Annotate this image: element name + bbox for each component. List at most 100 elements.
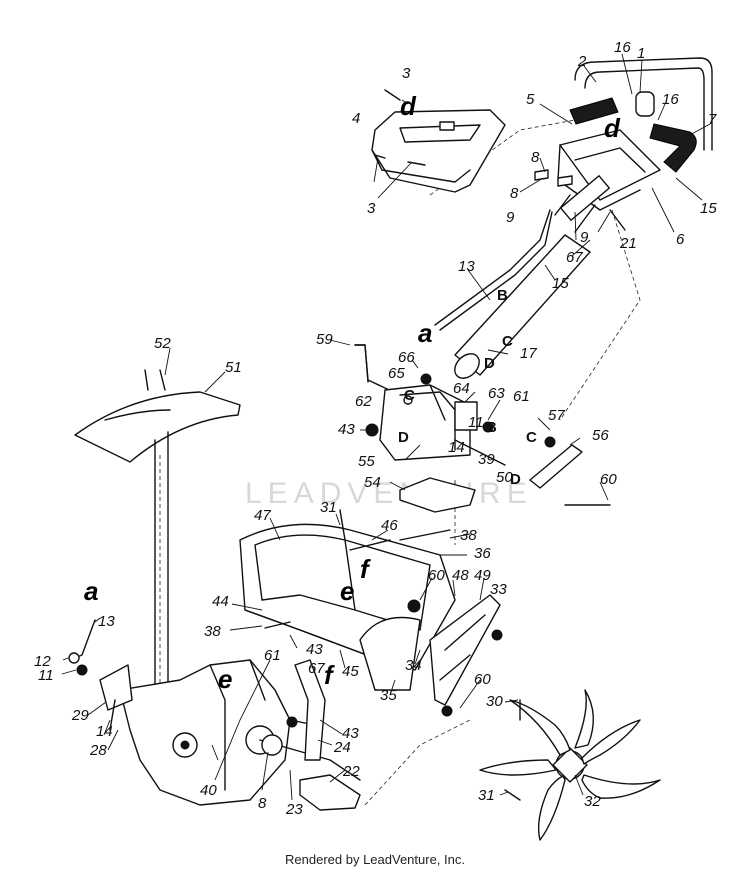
callout-43c: 43	[342, 725, 359, 742]
callout-55: 55	[358, 453, 375, 470]
footer-credit: Rendered by LeadVenture, Inc.	[285, 852, 465, 867]
callout-67a: 67	[566, 249, 583, 266]
callout-52: 52	[154, 335, 171, 352]
callout-49: 49	[474, 567, 491, 584]
callout-61a: 61	[513, 388, 530, 405]
callout-numbers: 1 2 16 16 5 7 15 6 3 4 3 8 8 9 9 21 67 1…	[34, 39, 717, 818]
lever-59	[354, 344, 369, 383]
callout-22: 22	[342, 763, 360, 780]
ref-C-tube: C	[502, 333, 513, 350]
callout-14a: 14	[448, 439, 465, 456]
callout-9a: 9	[506, 209, 515, 226]
callout-24: 24	[333, 739, 351, 756]
callout-28: 28	[89, 742, 107, 759]
callout-32: 32	[584, 793, 601, 810]
handle-tube	[454, 175, 610, 379]
callout-34: 34	[405, 657, 422, 674]
callout-8a: 8	[531, 149, 540, 166]
callout-65: 65	[388, 365, 405, 382]
callout-47: 47	[254, 507, 271, 524]
callout-64: 64	[453, 380, 470, 397]
callout-3a: 3	[402, 65, 411, 82]
callout-48: 48	[452, 567, 469, 584]
callout-54: 54	[364, 474, 381, 491]
callout-15a: 15	[700, 200, 717, 217]
bolt-50	[454, 439, 506, 466]
callout-43b: 43	[306, 641, 323, 658]
callout-39: 39	[478, 451, 495, 468]
callout-11a: 11	[468, 414, 484, 431]
bracket-24	[294, 659, 326, 761]
callout-50: 50	[496, 469, 513, 486]
callout-51: 51	[225, 359, 242, 376]
callout-2: 2	[577, 53, 587, 70]
callout-9b: 9	[580, 229, 589, 246]
ref-C-lever: C	[526, 429, 537, 446]
callout-60a: 60	[600, 471, 617, 488]
callout-5: 5	[526, 91, 535, 108]
ref-f-bracket: f	[324, 660, 335, 690]
callout-35: 35	[380, 687, 397, 704]
callout-67b: 67	[308, 660, 325, 677]
callout-6: 6	[676, 231, 685, 248]
engine-shroud	[371, 109, 506, 193]
ref-C-bracket: C	[404, 387, 415, 404]
ref-e-housing: e	[218, 664, 232, 694]
callout-38a: 38	[460, 527, 477, 544]
callout-31b: 31	[478, 787, 495, 804]
brace-22	[299, 774, 361, 811]
callout-4: 4	[352, 110, 360, 127]
callout-13b: 13	[98, 613, 115, 630]
callout-63: 63	[488, 385, 505, 402]
leader-lines	[61, 53, 711, 801]
callout-66: 66	[398, 349, 415, 366]
watermark: LEADVENTURE	[245, 477, 533, 510]
ref-D-tube: D	[484, 355, 495, 372]
ref-a-tube: a	[418, 318, 432, 348]
tine-axle	[259, 716, 361, 781]
callout-60b: 60	[428, 567, 445, 584]
lever-lower-assembly	[68, 619, 133, 731]
callout-30: 30	[486, 693, 503, 710]
callout-17: 17	[520, 345, 537, 362]
ref-B-bracket: B	[486, 419, 497, 436]
callout-8b: 8	[510, 185, 519, 202]
callout-43a: 43	[338, 421, 355, 438]
callout-46: 46	[381, 517, 398, 534]
callout-14b: 14	[96, 723, 113, 740]
ref-d-handle: d	[604, 113, 621, 143]
callout-3b: 3	[367, 200, 376, 217]
callout-60c: 60	[474, 671, 491, 688]
callout-45: 45	[342, 663, 359, 680]
callout-21: 21	[619, 235, 637, 252]
callout-23: 23	[285, 801, 303, 818]
callout-15b: 15	[552, 275, 569, 292]
ref-a-lever: a	[84, 576, 98, 606]
callout-59: 59	[316, 331, 333, 348]
callout-44: 44	[212, 593, 229, 610]
reference-letters: d d a a e e f f B B C C C D D D	[84, 91, 621, 694]
ref-f-shield: f	[360, 554, 371, 584]
callout-29: 29	[71, 707, 89, 724]
callout-33: 33	[490, 581, 507, 598]
callout-16a: 16	[614, 39, 631, 56]
callout-57: 57	[548, 407, 565, 424]
callout-7: 7	[708, 111, 717, 128]
callout-38b: 38	[204, 623, 221, 640]
ref-e-shield: e	[340, 576, 354, 606]
callout-62: 62	[355, 393, 372, 410]
callout-1: 1	[637, 45, 645, 62]
callout-13a: 13	[458, 258, 475, 275]
mounting-plate	[399, 477, 476, 513]
callout-61b: 61	[264, 647, 281, 664]
callout-12: 12	[34, 653, 51, 670]
side-shield	[359, 594, 503, 717]
ref-B-tube: B	[497, 287, 508, 304]
ref-D-bracket: D	[398, 429, 409, 446]
control-rod-upper	[434, 209, 551, 326]
callout-11b: 11	[38, 667, 54, 684]
callout-16b: 16	[662, 91, 679, 108]
callout-8c: 8	[258, 795, 267, 812]
ref-d-shroud: d	[400, 91, 417, 121]
